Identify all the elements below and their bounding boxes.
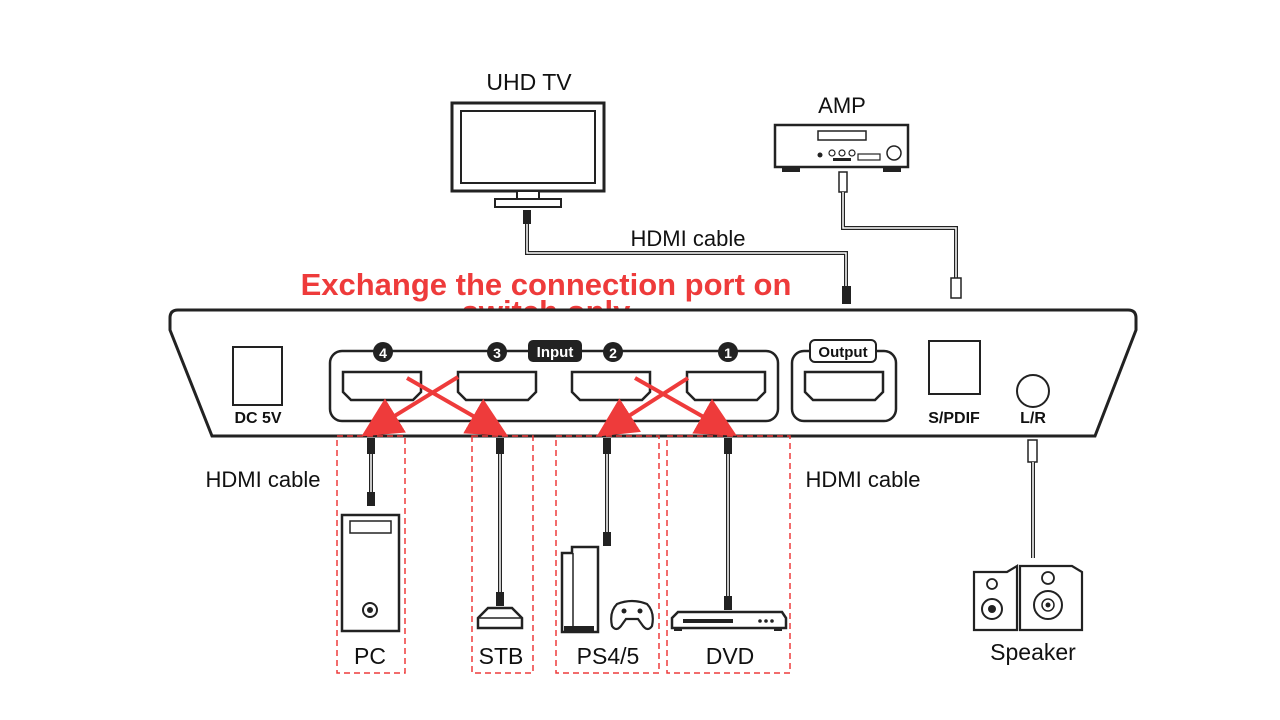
pc-icon: [340, 513, 401, 633]
hdmi-cable-label-left: HDMI cable: [206, 467, 321, 492]
dc-label: DC 5V: [234, 410, 281, 427]
ps-label: PS4/5: [577, 643, 640, 669]
stb-icon: [476, 606, 524, 630]
stb-hdmi-cable: [496, 438, 504, 606]
pc-label: PC: [354, 643, 386, 669]
lr-port: [1016, 374, 1050, 408]
dvd-label: DVD: [706, 643, 755, 669]
amp-optical-cable: [838, 171, 962, 299]
port-number-2: 2: [609, 345, 617, 361]
ps-console-icon: [560, 545, 600, 634]
tv-icon: [450, 101, 606, 208]
hdmi-cable-label-top: HDMI cable: [631, 226, 746, 251]
port-number-4: 4: [379, 345, 387, 361]
note-line-1: Exchange the connection port on: [301, 267, 792, 302]
tv-hdmi-cable: [523, 210, 851, 304]
dvd-hdmi-cable: [724, 438, 732, 610]
spdif-label: S/PDIF: [928, 410, 980, 427]
hdmi-port-1: [685, 370, 767, 402]
output-label: Output: [818, 344, 867, 361]
pc-frame: [336, 435, 406, 674]
input-label: Input: [537, 344, 574, 361]
hdmi-port-2: [570, 370, 652, 402]
speaker-icon: [972, 564, 1084, 632]
output-badge: [809, 339, 877, 363]
tv-label: UHD TV: [486, 69, 572, 95]
port-number-1-badge: [718, 342, 738, 362]
port-number-1: 1: [724, 345, 732, 361]
amp-label: AMP: [818, 93, 866, 118]
port-number-3-badge: [487, 342, 507, 362]
port-number-4-badge: [373, 342, 393, 362]
exchange-arrows: [361, 375, 737, 437]
stb-frame: [471, 435, 534, 674]
dc-port: [232, 346, 283, 406]
dvd-icon: [670, 610, 788, 631]
hdmi-cable-label-right: HDMI cable: [806, 467, 921, 492]
port-number-2-badge: [603, 342, 623, 362]
hdmi-port-output: [803, 370, 885, 402]
speaker-label: Speaker: [990, 639, 1076, 665]
speaker-cable: [1027, 439, 1038, 558]
spdif-port: [928, 340, 981, 395]
input-badge: [528, 340, 582, 362]
stb-label: STB: [479, 643, 524, 669]
amp-icon: [773, 123, 910, 172]
hdmi-port-4: [341, 370, 423, 402]
port-number-3: 3: [493, 345, 501, 361]
ps-frame: [555, 435, 660, 674]
ps-hdmi-cable: [603, 438, 611, 546]
pc-hdmi-cable: [367, 438, 375, 506]
controller-icon: [610, 599, 654, 631]
lr-label: L/R: [1020, 410, 1046, 427]
dvd-frame: [666, 435, 791, 674]
hdmi-port-3: [456, 370, 538, 402]
